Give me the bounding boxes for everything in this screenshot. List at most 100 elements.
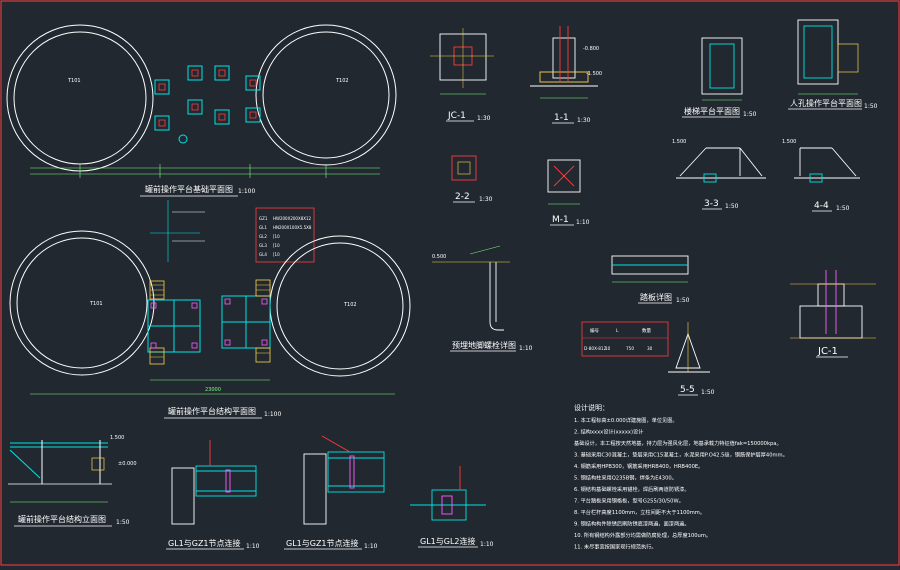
member-table-cell: GL3 (259, 243, 267, 248)
anchor-detail-title: 预埋地脚螺栓详图 (452, 340, 516, 350)
elevation-level-mid: ±0.000 (118, 461, 137, 467)
anchor (553, 165, 575, 187)
footing (245, 107, 261, 123)
note-line: 3. 基础采用C30混凝土，垫层采用C15混凝土，水泥采用P.O42.5级，钢筋… (574, 451, 788, 459)
footing-core (191, 103, 199, 111)
tank-t102-inner (262, 31, 390, 159)
elevation-scale: 1:50 (116, 519, 130, 526)
note-line: 9. 钢结构构件除锈后刷防锈底漆两遍，面漆两遍。 (574, 520, 690, 528)
section-4-4-level: 1.500 (782, 139, 796, 145)
note-line: 8. 平台栏杆高度1100mm，立柱间距不大于1100mm。 (574, 508, 705, 516)
axis-marker (178, 134, 188, 144)
tank-t101-inner (13, 31, 147, 165)
column (191, 302, 198, 309)
beam-section (327, 451, 385, 493)
stair-slope (831, 147, 857, 177)
small-table-header: L (616, 328, 619, 334)
stair-hatch (255, 347, 271, 363)
design-notes: 设计说明： 1. 本工程标高±0.000详建施图，单位见图。2. 结构xxxx设… (574, 403, 788, 551)
section-5-5 (668, 322, 710, 373)
notes-heading: 设计说明： (574, 403, 609, 412)
footing (187, 65, 203, 81)
pier (809, 173, 823, 183)
structure-plan-title: 罐前操作平台结构平面图 (168, 406, 256, 416)
note-line: 11. 未尽事宜按国家现行规范执行。 (574, 543, 657, 551)
gz-connection-b-scale: 1:10 (364, 543, 378, 550)
member-table-cell: HN200X100X5.5X8 (273, 225, 312, 230)
column (261, 339, 268, 346)
beam-section (195, 465, 257, 497)
gz-connection-a-title: GL1与GZ1节点连接 (168, 538, 241, 548)
manhole-stair (837, 43, 859, 73)
footing-core (249, 79, 257, 87)
section-3-3-title: 3-3 (704, 199, 719, 209)
stair-hatch (255, 279, 271, 297)
pedestal (552, 37, 576, 79)
footing (154, 79, 170, 95)
stair-hatch (149, 347, 165, 365)
member-table-cell: GL1 (259, 225, 267, 230)
column-section (303, 453, 327, 525)
pier (91, 457, 105, 471)
gz-connection-a-scale: 1:10 (246, 543, 260, 550)
tread-title: 踏板详图 (640, 292, 672, 302)
jc1-plan-scale: 1:30 (477, 115, 491, 122)
footing (214, 109, 230, 125)
jc1-section (790, 270, 876, 339)
elevation-stair (9, 449, 41, 479)
foundation-plan-scale: 1:100 (238, 188, 255, 195)
section-3-3-level: 1.500 (672, 139, 686, 145)
m1-detail (547, 159, 581, 205)
column (224, 298, 231, 305)
foundation-plan-tank-left: T101 (67, 78, 81, 84)
member-table-cell: GL4 (259, 252, 267, 257)
small-table-header: 数量 (642, 327, 651, 334)
section-4-4-title: 4-4 (814, 201, 829, 211)
m1-title: M-1 (552, 215, 569, 225)
section-3-3 (676, 147, 766, 183)
section-4-4-scale: 1:50 (836, 205, 850, 212)
footing-core (191, 69, 199, 77)
footing (187, 99, 203, 115)
foundation-plan-title: 罐前操作平台基础平面图 (145, 184, 233, 194)
footing (154, 115, 170, 131)
member-table-cell: [10 (273, 252, 280, 257)
stair-landing (701, 37, 743, 95)
member-table-cell: GL2 (259, 234, 267, 239)
elevation (8, 440, 112, 503)
end-plate (349, 455, 355, 489)
footing-core (158, 119, 166, 127)
gz-connection-b (303, 435, 385, 525)
stair-landing-inner (709, 43, 735, 89)
elevation-title: 罐前操作平台结构立面图 (18, 514, 106, 524)
manhole-plan (797, 19, 859, 95)
end-plate (225, 469, 231, 493)
section-2-2-scale: 1:30 (479, 196, 493, 203)
stair-slope (739, 147, 763, 177)
structure-plan-tank-left: T101 (89, 301, 103, 307)
anchor-hook (489, 321, 504, 331)
member-core (457, 161, 471, 175)
note-line: 5. 钢结构柱采用Q235B钢，焊条为E4300。 (574, 474, 677, 482)
section-1-1-scale: 1:30 (577, 117, 591, 124)
gl-connection-scale: 1:10 (480, 541, 494, 548)
member-table-cell: [10 (273, 243, 280, 248)
footing-base (539, 71, 589, 83)
foundation-plan (6, 24, 397, 178)
tread-detail (611, 255, 689, 283)
small-table-cell: D-80X-812 (584, 346, 607, 351)
footing-core (158, 83, 166, 91)
stair-plan-scale: 1:50 (743, 111, 757, 118)
member-table-cell: HW200X200X8X12 (273, 216, 312, 221)
footing (245, 75, 261, 91)
column (261, 298, 268, 305)
gl-connection-title: GL1与GL2连接 (420, 536, 476, 546)
tank-t101-inner (16, 237, 148, 369)
note-line: 7. 平台踏板采用钢格板，型号G255/30/50W。 (574, 497, 684, 505)
anchor-detail-scale: 1:10 (519, 345, 533, 352)
structure-plan-total-dim: 23000 (205, 387, 221, 393)
